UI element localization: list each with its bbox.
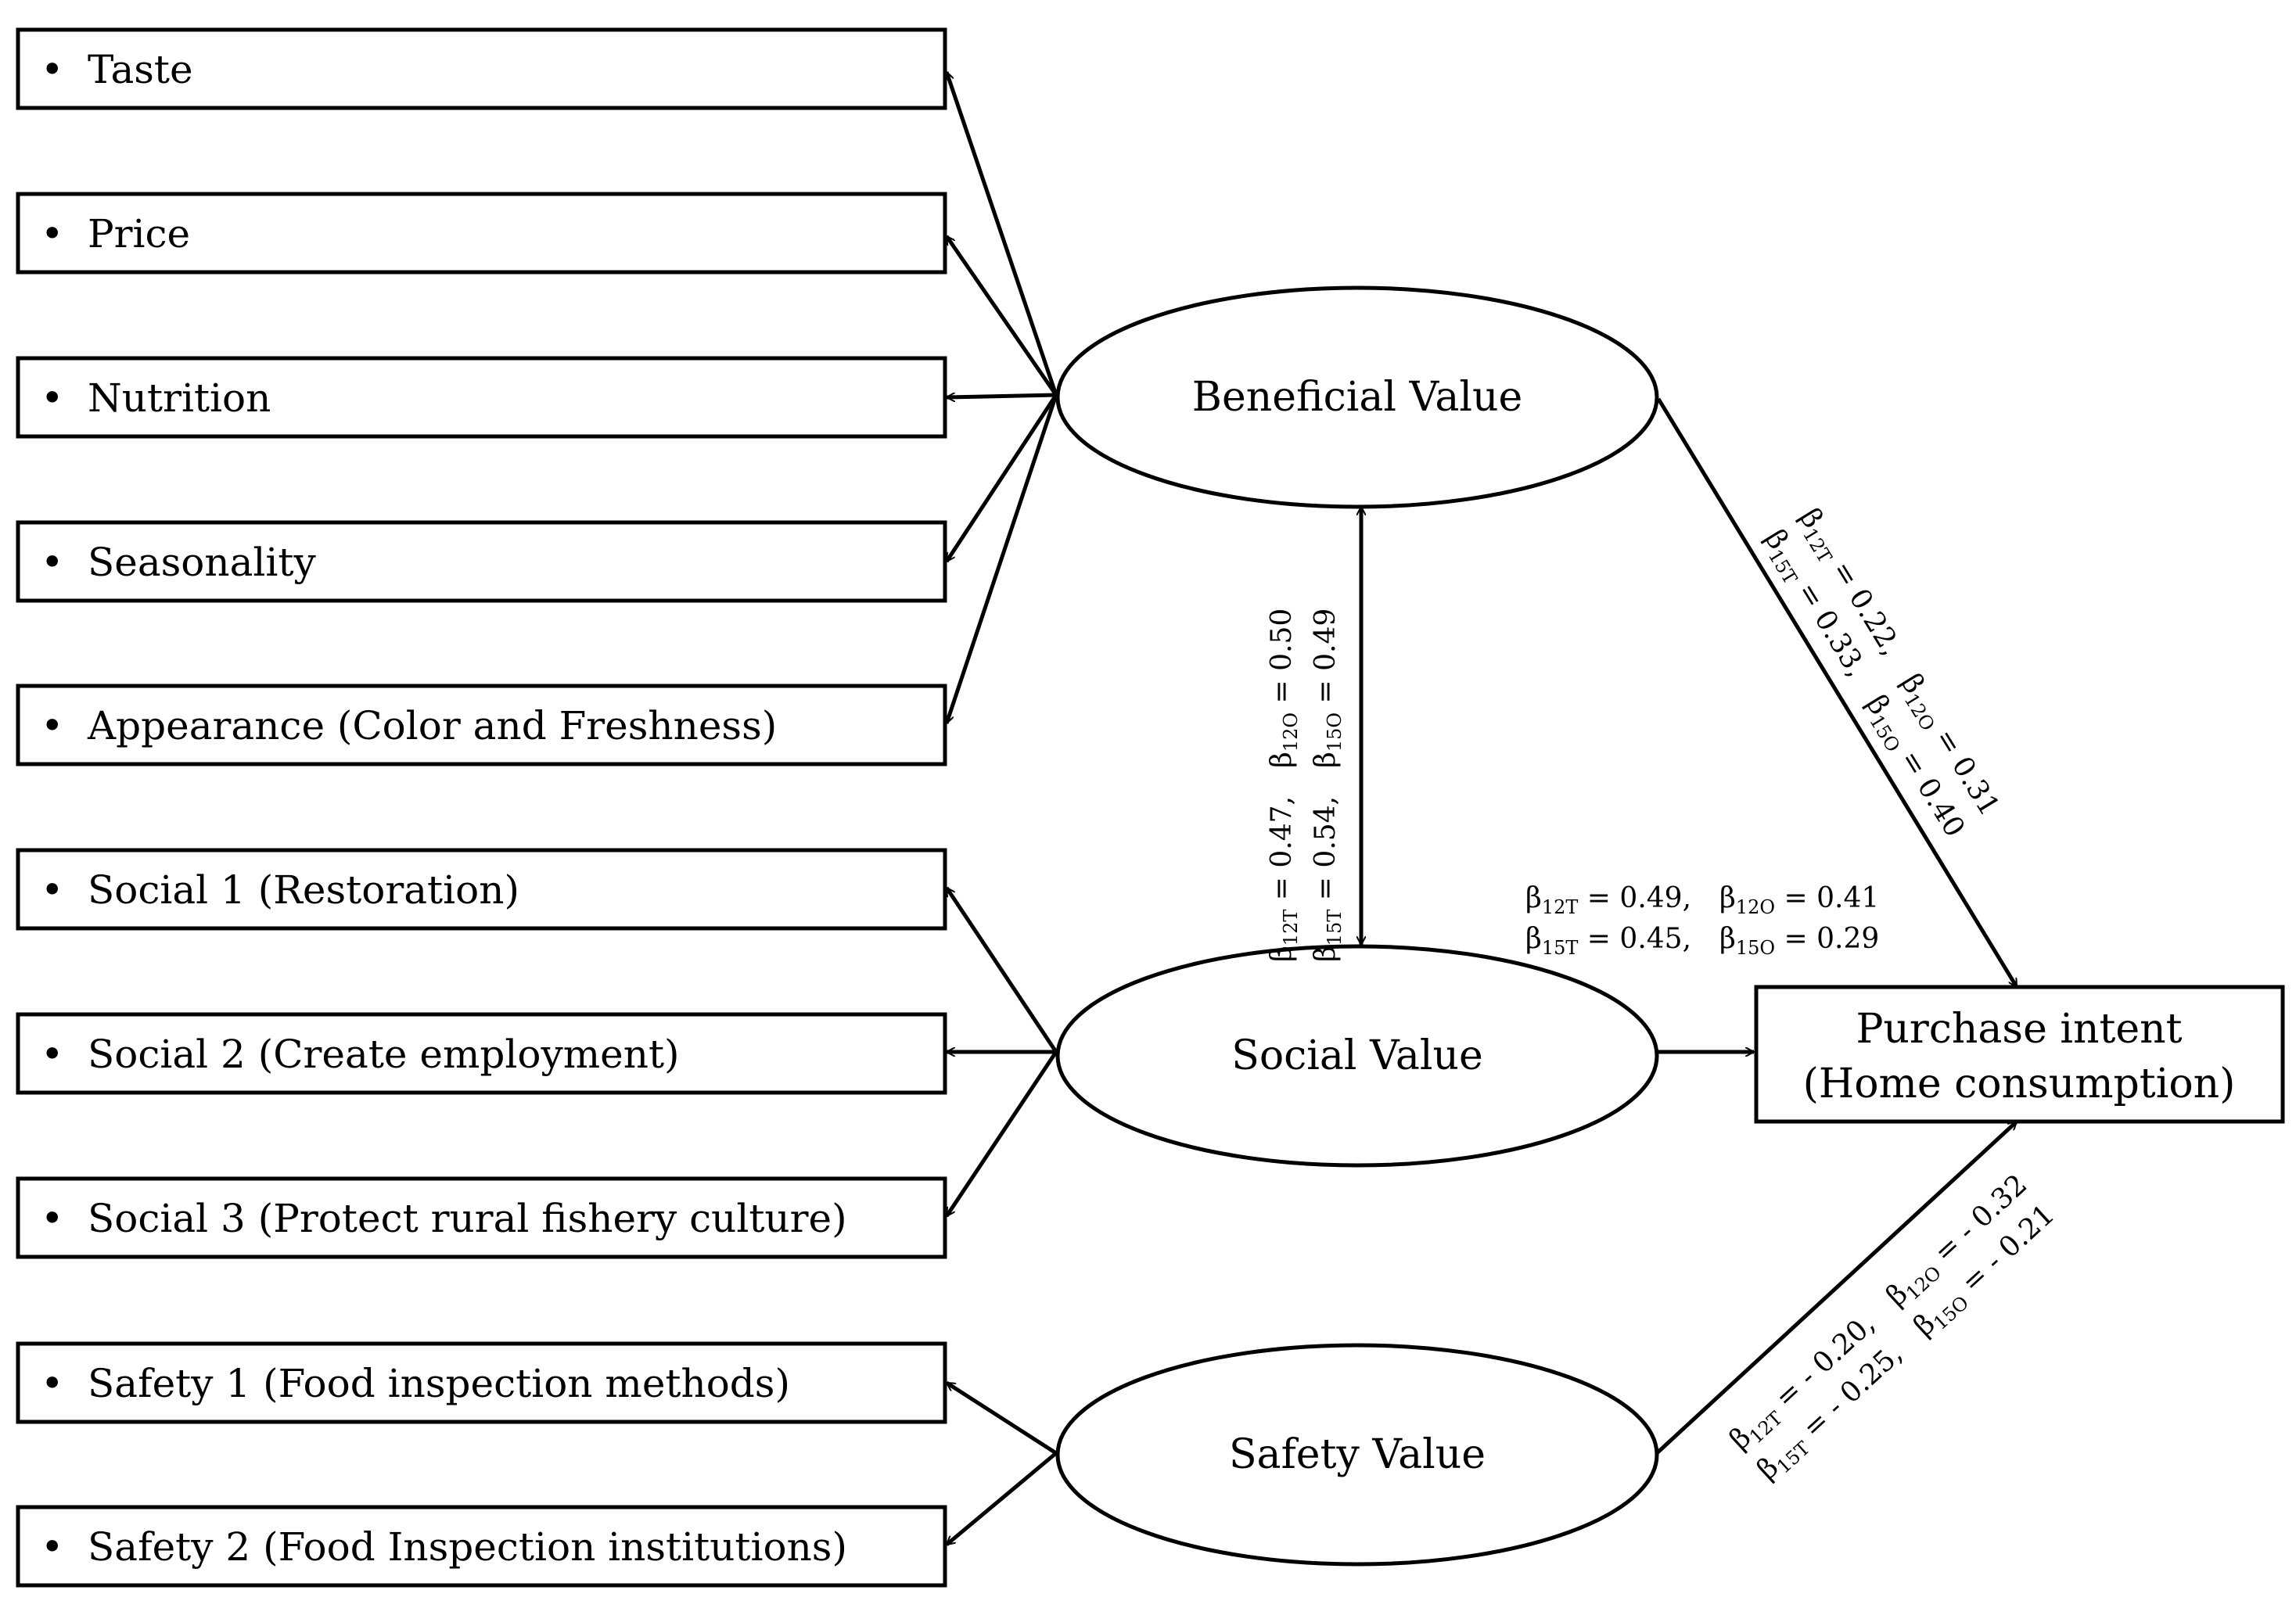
coef-subscript: 12O [1736, 896, 1775, 918]
coef-value: 0.41 [1816, 882, 1879, 914]
bullet: • [41, 540, 64, 585]
latent-beneficial-ellipse [1055, 285, 1659, 509]
indicator-box-seasonality [16, 520, 947, 603]
bullet: • [41, 703, 64, 748]
indicator-label-nutrition: Nutrition [88, 375, 271, 421]
indicator-label-social-2: Social 2 (Create employment) [88, 1032, 680, 1077]
indicator-label-appearance: Appearance (Color and Freshness) [87, 703, 777, 748]
bullet: • [41, 1361, 64, 1406]
indicator-box-social-1 [16, 848, 947, 931]
latent-beneficial-label: Beneficial Value [1192, 374, 1523, 421]
path-arrows [944, 72, 2019, 1546]
coef-line: β15T = - 0.25,β15O = - 0.21 [1752, 1198, 2064, 1488]
coef-value: 0.29 [1816, 923, 1879, 955]
latent-variables: Beneficial Value Social Value Safety Val… [1055, 285, 1659, 1567]
coef-group-safety-purchase: β12T = - 0.20,β12O = - 0.32 β15T = - 0.2… [1723, 1168, 2064, 1488]
beta-symbol: β [1525, 923, 1542, 955]
coef-equals: = [1775, 923, 1816, 955]
bullet: • [41, 1196, 64, 1241]
latent-social-label: Social Value [1231, 1032, 1483, 1079]
indicator-box-safety-1 [16, 1341, 947, 1424]
coef-line: β15T = 0.45,β15O = 0.29 [1525, 923, 1879, 959]
coef-value: 0.49, [1619, 882, 1691, 914]
arrow-beneficial-taste [947, 72, 1058, 396]
coef-subscript: 12T [1542, 896, 1579, 918]
coef-subscript: 12T [1280, 910, 1302, 946]
arrow-social-3 [944, 1050, 1058, 1216]
coef-value: 0.49 [1310, 608, 1342, 671]
coef-subscript: 15O [1736, 937, 1775, 959]
indicator-box-appearance [16, 684, 947, 766]
indicator-label-seasonality: Seasonality [88, 540, 317, 585]
beta-symbol: β [1266, 752, 1298, 768]
coef-equals: = [1266, 671, 1298, 712]
bullet: • [41, 211, 64, 257]
coef-equals: = [1310, 671, 1342, 712]
coef-line: β12T = 0.22,β12O = 0.31 [1790, 503, 2006, 824]
coef-line: β12T = 0.47,β12O = 0.50 [1266, 608, 1302, 962]
beta-symbol: β [1310, 946, 1342, 962]
coef-group-beneficial-purchase: β12T = 0.22,β12O = 0.31 β15T = 0.33,β15O… [1759, 503, 2006, 842]
coef-line: β12T = 0.49,β12O = 0.41 [1525, 882, 1879, 918]
arrow-beneficial-price [944, 236, 1058, 397]
beta-symbol: β [1310, 752, 1342, 768]
coef-equals: = [1310, 868, 1342, 910]
coef-group-social-purchase: β12T = 0.49,β12O = 0.41 β15T = 0.45,β15O… [1525, 882, 1879, 959]
latent-safety-label: Safety Value [1229, 1431, 1486, 1478]
beta-symbol: β [1525, 882, 1542, 914]
beta-symbol: β [1266, 946, 1298, 962]
purchase-intent-line1: Purchase intent [1856, 1006, 2182, 1053]
coef-equals: = [1578, 923, 1619, 955]
bullet: • [41, 1524, 64, 1570]
indicator-label-safety-1: Safety 1 (Food inspection methods) [88, 1361, 790, 1406]
latent-safety-ellipse [1055, 1343, 1659, 1567]
bullet: • [41, 867, 64, 913]
indicator-labels: • Taste • Price • Nutrition • Seasonalit… [41, 47, 847, 1570]
coef-subscript: 15T [1324, 910, 1346, 946]
arrow-beneficial-purchase [1656, 397, 2019, 987]
arrow-safety-1 [947, 1380, 1058, 1455]
purchase-intent-box [1754, 985, 2285, 1124]
purchase-intent: Purchase intent (Home consumption) [1754, 985, 2285, 1124]
indicator-box-nutrition [16, 356, 947, 439]
arrow-safety-2 [945, 1452, 1058, 1546]
arrow-beneficial-nutrition [947, 395, 1057, 397]
indicator-boxes [16, 27, 947, 1588]
bullet: • [41, 1032, 64, 1077]
beta-symbol: β [1719, 923, 1736, 955]
latent-social-ellipse [1055, 944, 1659, 1168]
indicator-box-social-3 [16, 1176, 947, 1259]
indicator-box-taste [16, 27, 947, 110]
indicator-label-safety-2: Safety 2 (Food Inspection institutions) [88, 1524, 847, 1570]
purchase-intent-line2: (Home consumption) [1803, 1061, 2236, 1107]
coef-subscript: 12O [1280, 712, 1302, 752]
beta-symbol: β [1719, 882, 1736, 914]
arrow-beneficial-appearance [947, 394, 1058, 723]
coef-subscript: 15T [1542, 937, 1579, 959]
coef-value: 0.50 [1266, 608, 1298, 671]
coef-value: 0.47, [1266, 796, 1298, 868]
indicator-label-price: Price [88, 211, 190, 257]
indicator-box-price [16, 192, 947, 275]
indicator-label-taste: Taste [88, 47, 193, 92]
bullet: • [41, 47, 64, 92]
coef-equals: = [1266, 868, 1298, 910]
indicator-box-safety-2 [16, 1505, 947, 1588]
coef-subscript: 15O [1324, 712, 1346, 752]
indicator-label-social-3: Social 3 (Protect rural fishery culture) [88, 1196, 847, 1241]
coef-equals: = [1775, 882, 1816, 914]
coef-group-beneficial-social: β12T = 0.47,β12O = 0.50 β15T = 0.54,β15O… [1266, 608, 1346, 962]
coef-value: 0.54, [1310, 796, 1342, 868]
indicator-label-social-1: Social 1 (Restoration) [88, 867, 519, 913]
coef-line: β12T = - 0.20,β12O = - 0.32 [1723, 1168, 2035, 1459]
arrow-safety-purchase [1655, 1120, 2018, 1455]
indicator-box-social-2 [16, 1012, 947, 1095]
arrow-social-1 [944, 888, 1058, 1053]
coef-line: β15T = 0.54,β15O = 0.49 [1310, 608, 1346, 962]
coef-equals: = [1578, 882, 1619, 914]
bullet: • [41, 375, 64, 421]
coef-value: 0.45, [1619, 923, 1691, 955]
arrow-beneficial-seasonality [944, 393, 1058, 562]
